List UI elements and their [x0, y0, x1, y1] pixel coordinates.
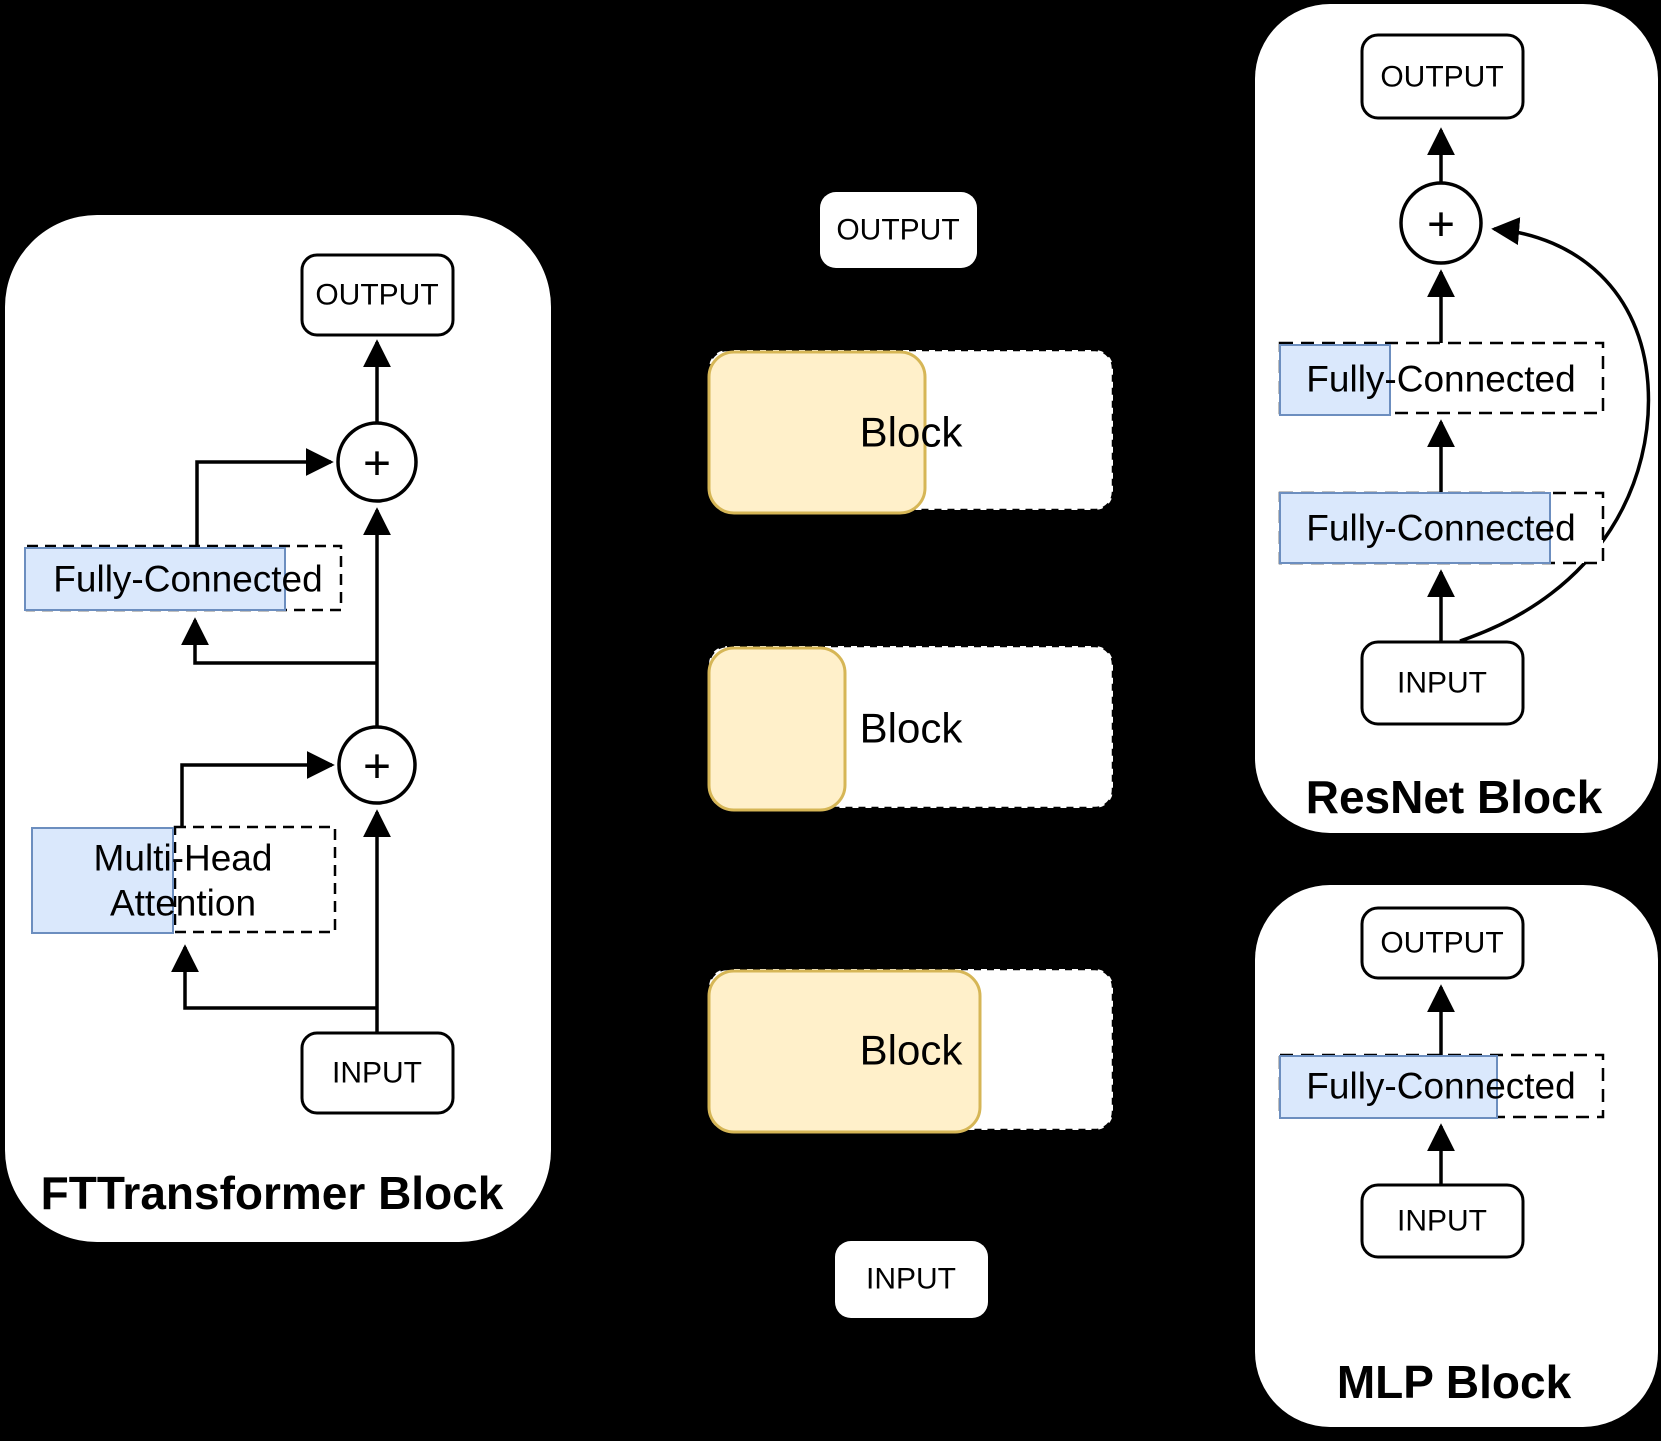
middle-block-3: Block [707, 967, 1115, 1134]
middle-block-2-label: Block [860, 705, 964, 752]
resnet-title: ResNet Block [1306, 771, 1603, 823]
middle-block-3-label: Block [860, 1027, 964, 1074]
ft-mha-blue-box [31, 827, 174, 934]
arrow-ft-mha-to-plus2 [180, 751, 335, 827]
ft-add-bottom-label: + [363, 741, 391, 794]
ft-fc-blue-box [24, 547, 286, 611]
mlp-input-label: INPUT [1397, 1205, 1487, 1238]
arrow-ft-fc-to-plus1 [195, 448, 334, 548]
mlp-output-node [1360, 906, 1525, 980]
arrow-resnet-skip-connection [1459, 217, 1651, 643]
ft-output-node [300, 253, 455, 337]
ft-add-circle-bottom [337, 725, 417, 805]
middle-output-label: OUTPUT [836, 214, 959, 247]
mlp-container [1255, 885, 1658, 1427]
ft-mha-label-line1: Multi-Head [94, 838, 273, 879]
ft-title: FTTransformer Block [41, 1167, 504, 1219]
ft-input-node [300, 1031, 455, 1115]
resnet-block-group: OUTPUT + Fully-Connected Fully-Connected… [1255, 4, 1658, 833]
resnet-input-label: INPUT [1397, 667, 1487, 700]
middle-input-node [835, 1241, 988, 1318]
middle-output-node [820, 192, 977, 268]
middle-block-2: Block [707, 644, 1115, 812]
resnet-input-node [1360, 640, 1525, 726]
resnet-add-circle [1399, 181, 1483, 265]
ft-input-label: INPUT [332, 1057, 422, 1090]
ft-mha-label-line2: Attention [110, 883, 256, 924]
middle-block-2-yellow-box [707, 646, 847, 812]
fttransformer-container [5, 215, 551, 1242]
resnet-add-label: + [1427, 199, 1455, 252]
ft-fc-label: Fully-Connected [53, 559, 322, 600]
mlp-title: MLP Block [1337, 1356, 1572, 1408]
resnet-container [1255, 4, 1658, 833]
arrow-ft-branch-to-mha [171, 944, 377, 1010]
resnet-fc1-label: Fully-Connected [1306, 359, 1575, 400]
resnet-fc2-label: Fully-Connected [1306, 508, 1575, 549]
mlp-fc-blue-box [1279, 1055, 1498, 1119]
mlp-fc-label: Fully-Connected [1306, 1066, 1575, 1107]
mlp-input-node [1360, 1183, 1525, 1259]
ft-mha-dashed-box [173, 825, 337, 934]
middle-block-1-label: Block [860, 409, 964, 456]
ft-add-circle-top [336, 421, 418, 503]
mlp-output-label: OUTPUT [1380, 927, 1503, 960]
ft-add-top-label: + [363, 438, 391, 491]
ft-output-label: OUTPUT [315, 279, 438, 312]
middle-stack-group: OUTPUT Block Block Block INPUT [707, 192, 1115, 1318]
fttransformer-block-group: OUTPUT + Fully-Connected + Multi-Head At… [5, 215, 551, 1242]
resnet-fc2-blue-box [1279, 492, 1551, 564]
middle-block-1: Block [707, 348, 1115, 515]
arrow-ft-branch-to-fc [181, 617, 377, 665]
resnet-output-label: OUTPUT [1380, 61, 1503, 94]
resnet-output-node [1360, 33, 1525, 120]
middle-block-3-yellow-box [707, 969, 982, 1134]
mlp-block-group: OUTPUT Fully-Connected INPUT MLP Block [1255, 885, 1658, 1427]
middle-block-1-yellow-box [707, 350, 927, 515]
resnet-fc1-blue-box [1279, 344, 1391, 416]
middle-input-label: INPUT [866, 1263, 956, 1296]
